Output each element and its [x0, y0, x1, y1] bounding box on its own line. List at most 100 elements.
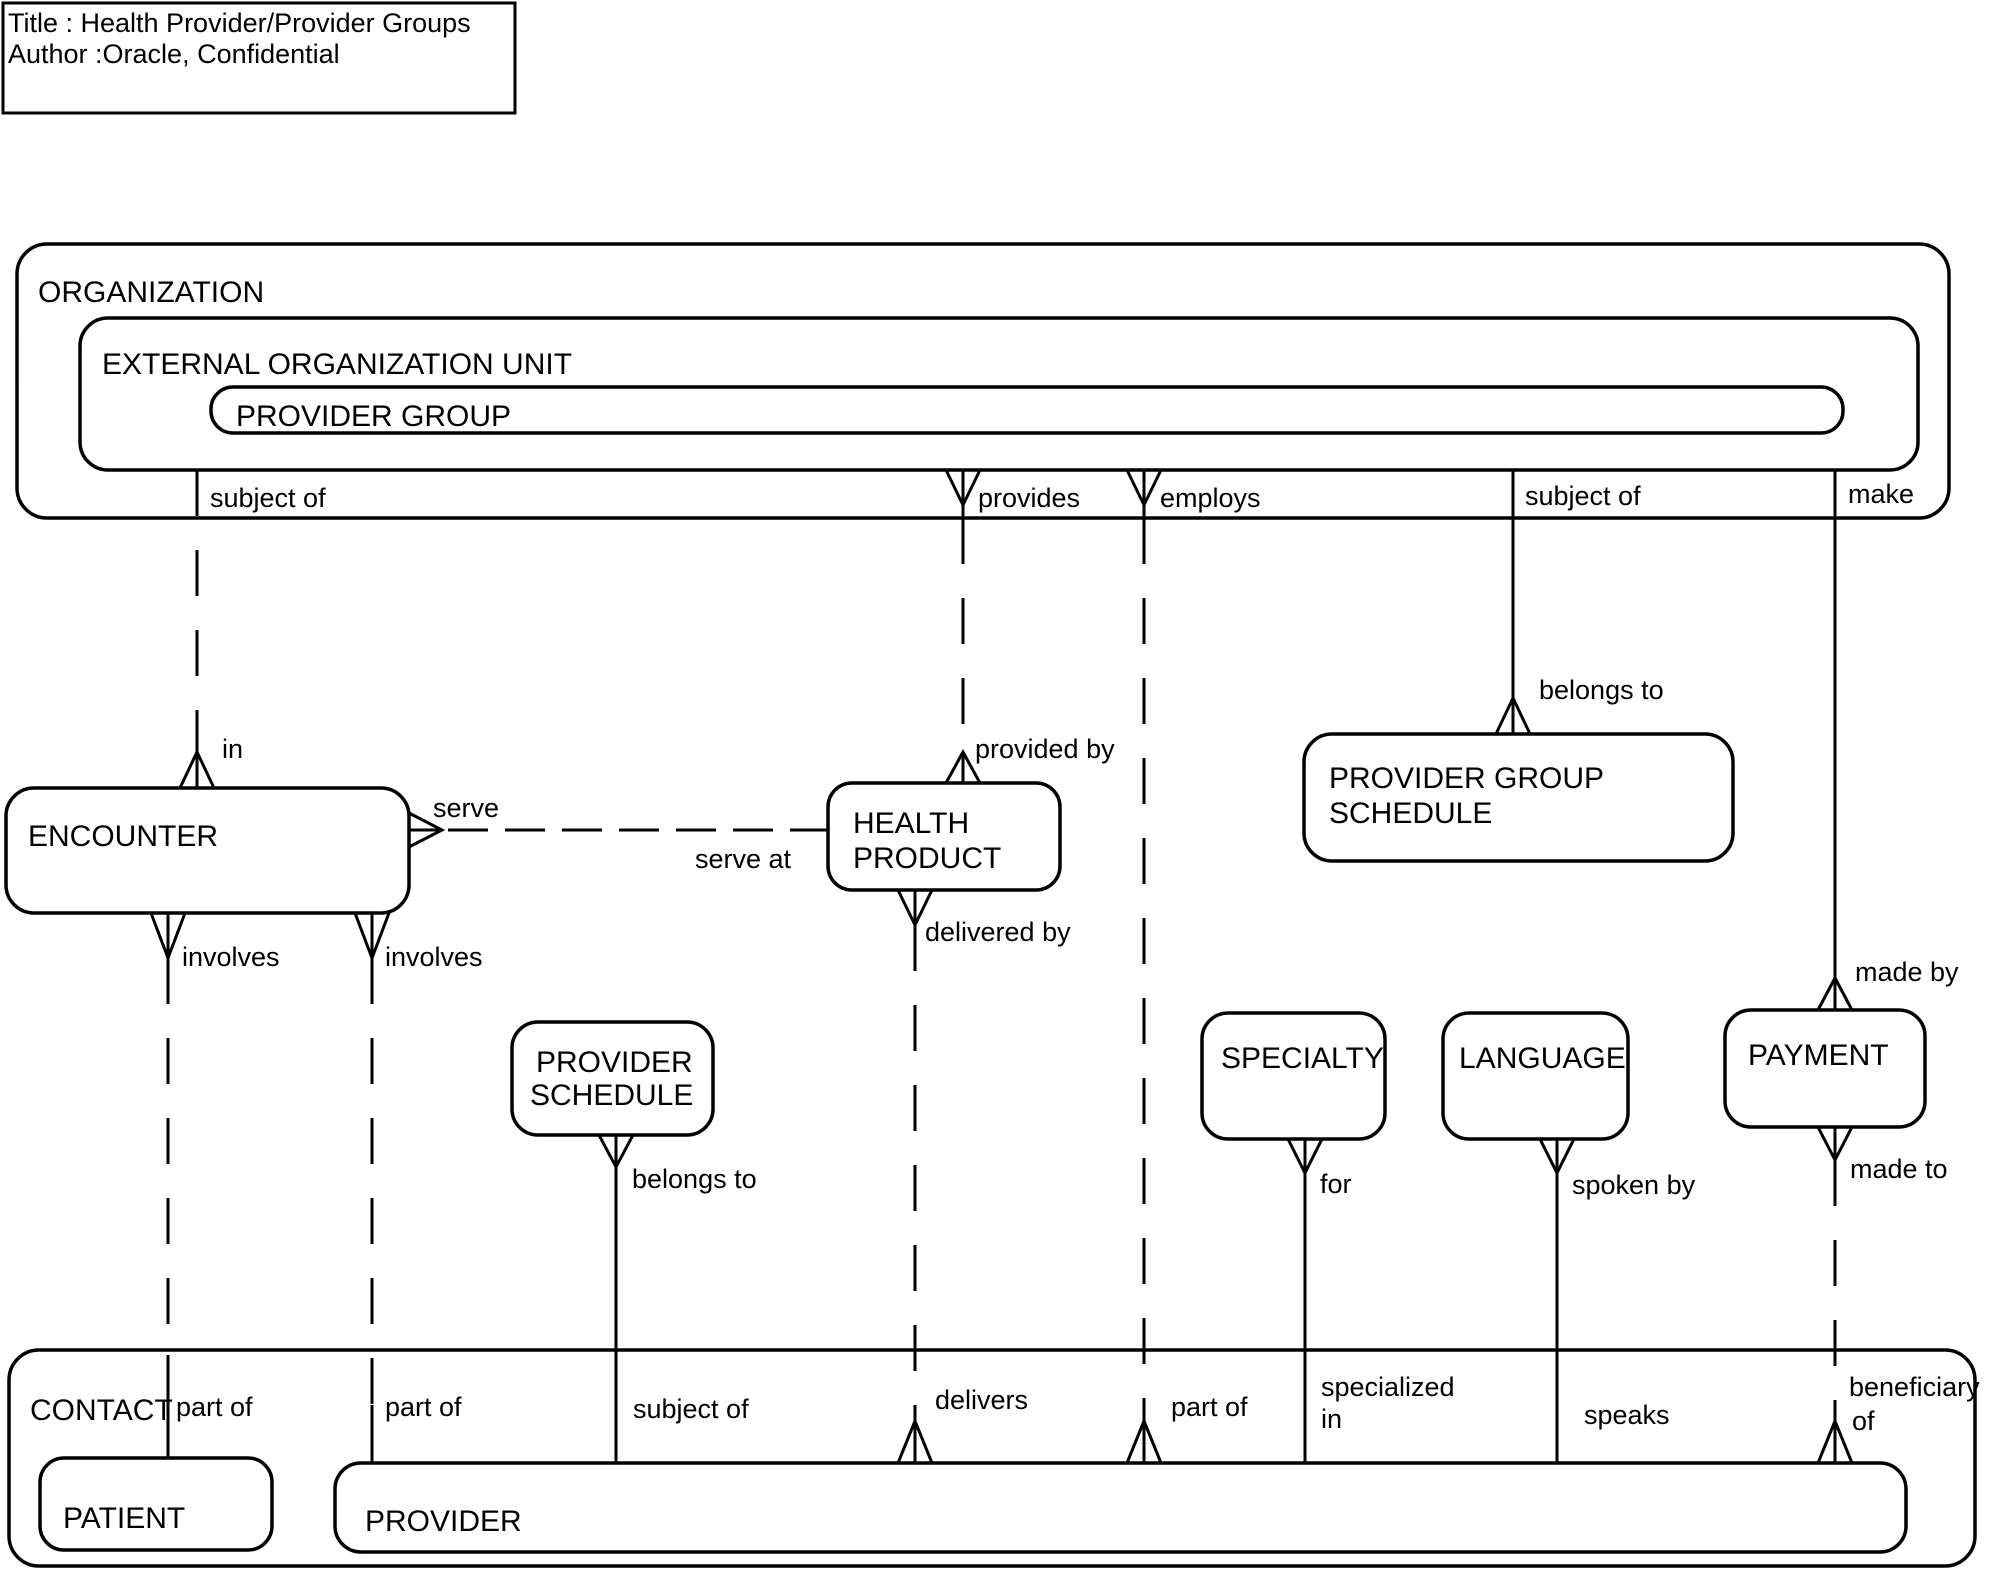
relationship-label: of: [1852, 1406, 1875, 1436]
entity-health-product-label-line1: HEALTH: [853, 807, 969, 840]
relationship-label: specialized: [1321, 1372, 1455, 1402]
crowfoot-marker: [1286, 1138, 1324, 1177]
relationship-label: involves: [182, 942, 280, 972]
entity-provider-group-schedule[interactable]: PROVIDER GROUP SCHEDULE: [1302, 732, 1735, 863]
entity-language[interactable]: LANGUAGE: [1441, 1011, 1630, 1141]
entity-provider-group-schedule-box[interactable]: [1302, 732, 1735, 863]
relationship-encounter-provider[interactable]: involves part of: [353, 912, 483, 1463]
relationship-label: subject of: [210, 483, 326, 513]
crowfoot-marker: [597, 1134, 635, 1171]
relationship-label: part of: [1171, 1392, 1248, 1422]
entity-encounter-label: ENCOUNTER: [28, 820, 218, 853]
entity-organization-box[interactable]: [15, 242, 1951, 520]
entity-provider[interactable]: PROVIDER: [333, 1461, 1908, 1554]
entity-provider-group-schedule-label-line1: PROVIDER GROUP: [1329, 762, 1604, 795]
relationship-label: serve: [433, 793, 499, 823]
crowfoot-marker: [1125, 1417, 1163, 1464]
relationship-label: made by: [1855, 957, 1959, 987]
entity-specialty[interactable]: SPECIALTY: [1200, 1011, 1387, 1141]
relationship-label: subject of: [633, 1394, 749, 1424]
entity-provider-box[interactable]: [333, 1461, 1908, 1554]
relationship-provider-schedule-provider[interactable]: belongs to subject of: [597, 1134, 757, 1463]
relationship-encounter-patient[interactable]: involves part of: [149, 912, 280, 1458]
entity-external-organization-unit[interactable]: EXTERNAL ORGANIZATION UNIT: [78, 316, 1920, 472]
relationship-label: for: [1320, 1169, 1352, 1199]
relationship-label: beneficiary: [1849, 1372, 1980, 1402]
relationship-label: in: [222, 734, 243, 764]
entity-external-organization-unit-box[interactable]: [78, 316, 1920, 472]
entity-provider-schedule-box[interactable]: [510, 1020, 715, 1137]
relationship-specialty-provider[interactable]: for specialized in: [1286, 1138, 1455, 1463]
entity-payment[interactable]: PAYMENT: [1723, 1008, 1927, 1129]
entity-provider-schedule-label-line2: SCHEDULE: [530, 1079, 693, 1112]
entity-encounter-box[interactable]: [4, 786, 411, 915]
entity-provider-label: PROVIDER: [365, 1505, 522, 1538]
relationship-label: part of: [176, 1392, 253, 1422]
entity-encounter[interactable]: ENCOUNTER: [4, 786, 411, 915]
entity-patient-label: PATIENT: [63, 1502, 185, 1535]
entity-patient[interactable]: PATIENT: [38, 1456, 274, 1552]
crowfoot-marker: [408, 811, 446, 849]
title-box: Title : Health Provider/Provider Groups …: [1, 1, 517, 115]
relationship-label: belongs to: [1539, 675, 1664, 705]
relationship-org-encounter[interactable]: subject of in: [178, 470, 326, 789]
entity-provider-group-schedule-label-line2: SCHEDULE: [1329, 797, 1492, 830]
relationship-label: provides: [978, 483, 1080, 513]
relationship-label: delivers: [935, 1385, 1028, 1415]
relationship-label: employs: [1160, 483, 1261, 513]
crowfoot-marker: [944, 748, 982, 784]
relationship-label: involves: [385, 942, 483, 972]
relationship-health-product-provider[interactable]: delivered by delivers: [896, 889, 1071, 1464]
relationship-label: part of: [385, 1392, 462, 1422]
crowfoot-marker: [944, 469, 982, 509]
crowfoot-marker: [1816, 1126, 1854, 1164]
entity-organization[interactable]: ORGANIZATION: [15, 242, 1951, 520]
diagram-author: Author :Oracle, Confidential: [8, 39, 340, 69]
relationship-language-provider[interactable]: spoken by speaks: [1538, 1138, 1696, 1463]
relationship-org-health-product[interactable]: provides provided by: [944, 469, 1115, 784]
relationship-label: make: [1848, 479, 1914, 509]
entity-specialty-label: SPECIALTY: [1221, 1042, 1384, 1075]
relationship-org-provider[interactable]: employs part of: [1125, 469, 1261, 1464]
relationship-label: spoken by: [1572, 1170, 1696, 1200]
crowfoot-marker: [1816, 974, 1854, 1011]
relationship-payment-provider[interactable]: made to beneficiary of: [1816, 1126, 1980, 1464]
entity-provider-schedule-label-line1: PROVIDER: [536, 1046, 693, 1079]
entity-patient-box[interactable]: [38, 1456, 274, 1552]
crowfoot-marker: [149, 912, 187, 963]
entity-health-product[interactable]: HEALTH PRODUCT: [826, 781, 1062, 892]
relationship-label: made to: [1850, 1154, 1948, 1184]
crowfoot-marker: [353, 912, 391, 963]
relationship-label: provided by: [975, 734, 1115, 764]
relationship-org-provider-group-schedule[interactable]: subject of belongs to: [1494, 470, 1664, 735]
entity-provider-group-box[interactable]: [209, 385, 1845, 435]
crowfoot-marker: [1538, 1138, 1576, 1177]
entity-provider-group[interactable]: PROVIDER GROUP: [209, 385, 1845, 435]
entity-language-label: LANGUAGE: [1459, 1042, 1626, 1075]
entity-language-box[interactable]: [1441, 1011, 1630, 1141]
entity-external-organization-unit-label: EXTERNAL ORGANIZATION UNIT: [102, 348, 572, 381]
entity-provider-schedule[interactable]: PROVIDER SCHEDULE: [510, 1020, 715, 1137]
entity-contact-label: CONTACT: [30, 1394, 173, 1427]
crowfoot-marker: [178, 748, 216, 789]
title-box-border: [1, 1, 517, 115]
crowfoot-marker: [1125, 469, 1163, 509]
entity-health-product-label-line2: PRODUCT: [853, 842, 1001, 875]
relationship-encounter-health-product[interactable]: serve serve at: [408, 793, 828, 874]
relationship-label: in: [1321, 1404, 1342, 1434]
crowfoot-marker: [1494, 694, 1532, 735]
entity-organization-label: ORGANIZATION: [38, 276, 264, 309]
entity-contact[interactable]: CONTACT: [7, 1348, 1977, 1568]
relationship-label: serve at: [695, 844, 792, 874]
relationship-org-payment[interactable]: make made by: [1816, 470, 1959, 1011]
entity-contact-box[interactable]: [7, 1348, 1977, 1568]
entity-provider-group-label: PROVIDER GROUP: [236, 400, 511, 433]
entity-health-product-box[interactable]: [826, 781, 1062, 892]
relationship-label: delivered by: [925, 917, 1071, 947]
relationship-label: speaks: [1584, 1400, 1670, 1430]
diagram-title: Title : Health Provider/Provider Groups: [8, 8, 471, 38]
crowfoot-marker: [896, 1417, 934, 1464]
relationship-label: belongs to: [632, 1164, 757, 1194]
entity-payment-box[interactable]: [1723, 1008, 1927, 1129]
entity-specialty-box[interactable]: [1200, 1011, 1387, 1141]
